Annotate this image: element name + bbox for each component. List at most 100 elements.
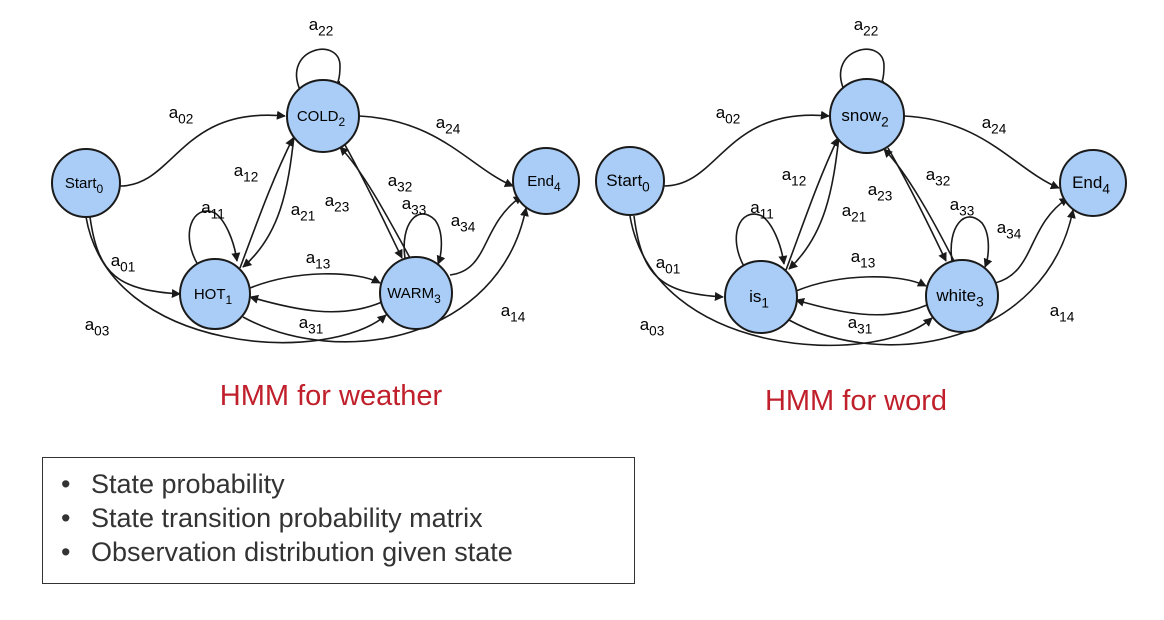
transition-label-a12: a12: [782, 165, 807, 188]
transition-label-a24: a24: [436, 113, 461, 136]
transition-arrow-a14: [242, 207, 529, 343]
transition-arrow-a31: [249, 294, 383, 313]
state-circle: [51, 148, 121, 218]
transition-arrow-a14: [788, 209, 1076, 346]
transition-arrow-a03: [85, 216, 387, 344]
state-circle: [179, 258, 251, 330]
transition-arrow-a13: [795, 276, 927, 292]
state-node-s2: COLD2: [286, 79, 360, 153]
transition-arrow-a24: [903, 115, 1060, 190]
transition-arrows: [629, 48, 1076, 347]
state-node-end: End4: [512, 147, 580, 215]
transition-arrow-a11: [188, 210, 241, 266]
transition-label-a31: a31: [299, 313, 324, 336]
state-nodes: Start0 snow2 is1 white3 End4: [595, 78, 1127, 334]
list-item-text: Observation distribution given state: [91, 537, 513, 567]
transition-arrow-a33: [403, 213, 446, 265]
bullet: •: [61, 503, 71, 533]
transition-arrow-a31: [795, 297, 928, 316]
transition-label-a11: a11: [750, 198, 774, 221]
transition-arrow-a33: [950, 216, 993, 268]
transition-arrow-a03: [629, 215, 933, 347]
transition-label-a22: a22: [309, 15, 334, 38]
transition-label-a32: a32: [926, 165, 951, 188]
transition-label-a13: a13: [306, 248, 331, 271]
transition-label-a34: a34: [451, 211, 476, 234]
state-node-end: End4: [1059, 149, 1127, 217]
hmm-components-box: • State probability • State transition pro…: [42, 457, 635, 584]
list-item-text: State transition probability matrix: [91, 503, 483, 533]
state-circle: [1059, 149, 1127, 217]
state-node-s2: snow2: [829, 78, 905, 154]
transition-arrow-a12: [239, 137, 294, 269]
transition-label-a31: a31: [848, 313, 873, 336]
state-label: Start0: [65, 175, 104, 196]
bullet: •: [61, 469, 71, 499]
transition-arrow-a01: [89, 216, 181, 298]
transition-arrow-a02: [119, 110, 286, 187]
state-label: white3: [935, 286, 983, 309]
transition-label-a03: a03: [85, 315, 110, 338]
state-node-start: Start0: [51, 148, 121, 218]
transition-label-a23: a23: [325, 191, 350, 214]
transition-arrow-a32: [339, 146, 411, 259]
state-node-s3: WARM3: [379, 256, 453, 330]
transition-label-a03: a03: [640, 315, 665, 338]
state-label: End4: [1072, 173, 1110, 196]
transition-label-a23: a23: [868, 180, 893, 203]
transition-arrow-a12: [785, 137, 839, 271]
transition-label-a01: a01: [111, 251, 136, 274]
state-circle: [724, 260, 798, 334]
state-label: is1: [749, 287, 769, 310]
transition-label-a02: a02: [716, 103, 741, 126]
transition-label-a32: a32: [388, 171, 413, 194]
transition-label-a21: a21: [842, 201, 867, 224]
state-label: HOT1: [194, 286, 233, 307]
state-node-start: Start0: [595, 146, 665, 216]
transition-label-a33: a33: [402, 194, 427, 217]
transition-label-a14: a14: [501, 301, 526, 324]
transition-arrow-a24: [358, 115, 514, 188]
state-circle: [379, 256, 453, 330]
transition-arrow-a21: [788, 135, 840, 270]
state-circle: [512, 147, 580, 215]
list-item: •Observation distribution given state: [61, 535, 634, 569]
transition-label-a21: a21: [291, 200, 316, 223]
transition-label-a13: a13: [851, 247, 876, 270]
state-label: End4: [527, 173, 561, 194]
transition-arrow-a13: [249, 273, 381, 289]
state-label: WARM3: [387, 285, 441, 306]
transition-label-a34: a34: [997, 218, 1022, 241]
state-circle: [925, 259, 999, 333]
transition-label-a22: a22: [854, 15, 879, 38]
list-item: • State probability: [61, 467, 634, 501]
state-node-s1: is1: [724, 260, 798, 334]
diagram-title: HMM for word: [765, 385, 947, 417]
state-node-s1: HOT1: [179, 258, 251, 330]
list-item-text: State probability: [91, 469, 285, 499]
diagram-title: HMM for weather: [220, 380, 443, 412]
state-circle: [595, 146, 665, 216]
transition-arrows: [85, 48, 529, 344]
transition-arrow-a32: [883, 148, 955, 262]
transition-arrow-a34: [994, 197, 1069, 284]
transition-arrow-a11: [735, 213, 788, 269]
transition-label-a11: a11: [201, 198, 225, 221]
transition-label-a24: a24: [982, 113, 1007, 136]
state-node-s3: white3: [925, 259, 999, 333]
state-label: snow2: [841, 106, 888, 129]
state-label: Start0: [606, 171, 650, 194]
state-circle: [829, 78, 905, 154]
transition-label-a33: a33: [950, 195, 975, 218]
state-circle: [286, 79, 360, 153]
transition-label-a02: a02: [169, 103, 194, 126]
transition-label-a12: a12: [234, 161, 259, 184]
transition-label-a01: a01: [656, 253, 681, 276]
transition-arrow-a21: [242, 135, 295, 268]
transition-arrow-a02: [663, 110, 830, 187]
transition-label-a14: a14: [1050, 301, 1075, 324]
